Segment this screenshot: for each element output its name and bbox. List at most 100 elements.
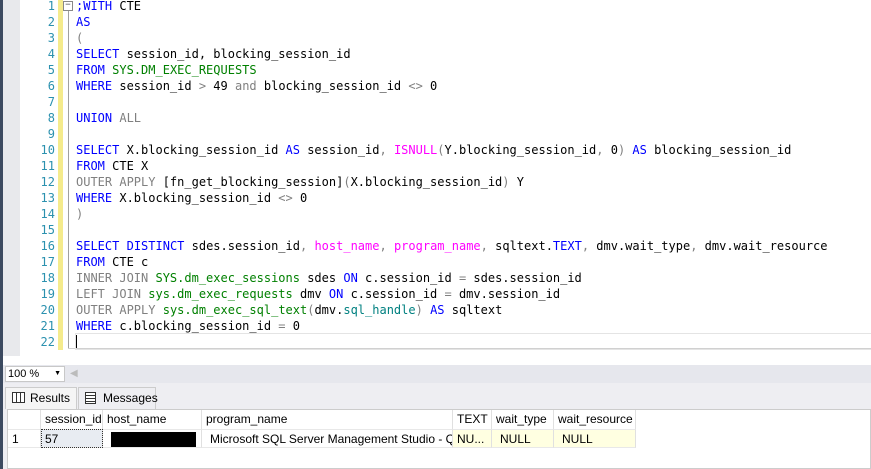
code-token: sys.dm_exec_requests (148, 287, 293, 301)
code-token: 0 (285, 319, 300, 333)
code-token: , (299, 239, 308, 253)
code-token (387, 143, 394, 157)
line-number: 15 (40, 223, 55, 237)
text-caret (76, 335, 77, 348)
code-line[interactable]: OUTER APPLY sys.dm_exec_sql_text(dmv.sql… (76, 302, 502, 318)
code-line[interactable]: OUTER APPLY [fn_get_blocking_session](X.… (76, 174, 524, 190)
code-token: , (379, 239, 387, 253)
line-number: 1 (47, 0, 55, 13)
code-token: LEFT JOIN (76, 287, 142, 301)
line-number: 12 (40, 175, 55, 189)
collapse-icon[interactable]: − (63, 1, 73, 11)
code-token: sys.dm_exec_sql_text (162, 303, 308, 317)
query-editor[interactable]: − 1 ;WITH CTE 2 AS 3 (4 SELECT session_id, blo… (3, 0, 871, 356)
line-number: 9 (47, 127, 55, 141)
line-number: 2 (47, 15, 55, 29)
code-line[interactable]: WHERE session_id > 49 and blocking_sessi… (76, 78, 437, 94)
code-token: 0 (292, 191, 308, 205)
cell-session-id[interactable]: 57 (41, 429, 103, 448)
line-number: 5 (47, 63, 55, 77)
code-token: ( (307, 303, 315, 317)
code-token: 0 (603, 143, 618, 157)
code-line[interactable]: UNION ALL (76, 110, 141, 126)
code-token: ON (343, 271, 358, 285)
zoom-value: 100 % (8, 368, 40, 380)
code-line[interactable]: FROM CTE c (76, 254, 148, 270)
code-token: WHERE (76, 79, 113, 93)
line-number: 17 (40, 255, 55, 269)
results-grid[interactable]: session_id host_name program_name TEXT w… (7, 409, 871, 469)
code-token: dmv.wait_resource (697, 239, 828, 253)
code-token: , (581, 239, 590, 253)
line-number: 8 (47, 111, 55, 125)
code-token: ) (617, 143, 626, 157)
code-token: OUTER APPLY (76, 175, 156, 189)
line-number: 21 (40, 319, 55, 333)
code-line[interactable]: ;WITH CTE (76, 0, 141, 14)
code-line[interactable]: SELECT X.blocking_session_id AS session_… (76, 142, 791, 158)
zoom-dropdown[interactable]: 100 %▼ (5, 366, 65, 382)
code-line[interactable]: SELECT session_id, blocking_session_id (76, 46, 351, 62)
code-token: ON (328, 287, 344, 301)
code-line[interactable]: LEFT JOIN sys.dm_exec_requests dmv ON c.… (76, 286, 560, 302)
code-token: WHERE (76, 191, 113, 205)
code-token: = (444, 287, 452, 301)
column-header-session-id[interactable]: session_id (41, 410, 103, 429)
code-line[interactable]: ( (76, 30, 83, 46)
column-header-wait-resource[interactable]: wait_resource (554, 410, 636, 429)
code-line[interactable]: FROM SYS.DM_EXEC_REQUESTS (76, 62, 257, 78)
code-token: = (458, 271, 467, 285)
code-token: 0 (422, 79, 438, 93)
code-token: [fn_get_blocking_session] (155, 175, 344, 189)
line-number: 4 (47, 47, 55, 61)
current-line-highlight (75, 333, 871, 350)
code-token: , (480, 239, 488, 253)
code-token: ( (343, 175, 351, 189)
code-line[interactable]: WHERE X.blocking_session_id <> 0 (76, 190, 307, 206)
code-token: sdes.session_id (466, 271, 582, 285)
code-token: sdes.session_id (184, 239, 300, 253)
line-number: 3 (47, 31, 55, 45)
line-number: 10 (40, 143, 55, 157)
window-edge (0, 0, 3, 469)
code-line[interactable]: INNER JOIN SYS.dm_exec_sessions sdes ON … (76, 270, 582, 286)
code-token: FROM (76, 63, 105, 77)
code-token: CTE (112, 0, 142, 13)
column-header-text[interactable]: TEXT (453, 410, 492, 429)
code-line[interactable]: WHERE c.blocking_session_id = 0 (76, 318, 300, 334)
cell-wait-type[interactable]: NULL (492, 429, 554, 448)
cell-program-name[interactable]: Microsoft SQL Server Management Studio -… (202, 429, 453, 448)
column-header-wait-type[interactable]: wait_type (492, 410, 554, 429)
line-number: 20 (40, 303, 55, 317)
code-token: dmv. (314, 303, 344, 317)
cell-wait-resource[interactable]: NULL (554, 429, 636, 448)
code-token: sdes (299, 271, 344, 285)
code-token: CTE c (104, 255, 149, 269)
code-line[interactable]: SELECT DISTINCT sdes.session_id, host_na… (76, 238, 828, 254)
code-token: UNION (76, 111, 113, 125)
cell-text[interactable]: NU... (453, 429, 492, 448)
line-number: 7 (47, 95, 55, 109)
code-token: SELECT (76, 239, 120, 253)
scroll-left-icon[interactable]: ◀ (70, 368, 78, 379)
code-line[interactable]: FROM CTE X (76, 158, 148, 174)
cell-host-name[interactable] (103, 429, 202, 448)
tab-results[interactable]: Results (5, 387, 77, 409)
code-token: X.blocking_session_id (112, 191, 279, 205)
results-pane: Results Messages session_id host_name pr… (3, 383, 871, 469)
tab-messages[interactable]: Messages (78, 387, 158, 409)
code-line[interactable]: AS (76, 14, 90, 30)
code-token: 49 (206, 79, 235, 93)
row-number[interactable]: 1 (8, 429, 41, 448)
code-token: c.blocking_session_id (112, 319, 279, 333)
line-number: 6 (47, 79, 55, 93)
code-token: and (234, 79, 257, 93)
editor-scroll-area (3, 356, 871, 365)
code-token: X.blocking_session_id (350, 175, 503, 189)
row-header-corner (8, 410, 41, 429)
column-header-host-name[interactable]: host_name (103, 410, 202, 429)
code-token: c.session_id (357, 271, 459, 285)
code-line[interactable]: ) (76, 206, 83, 222)
line-number: 22 (40, 335, 55, 349)
column-header-program-name[interactable]: program_name (202, 410, 453, 429)
